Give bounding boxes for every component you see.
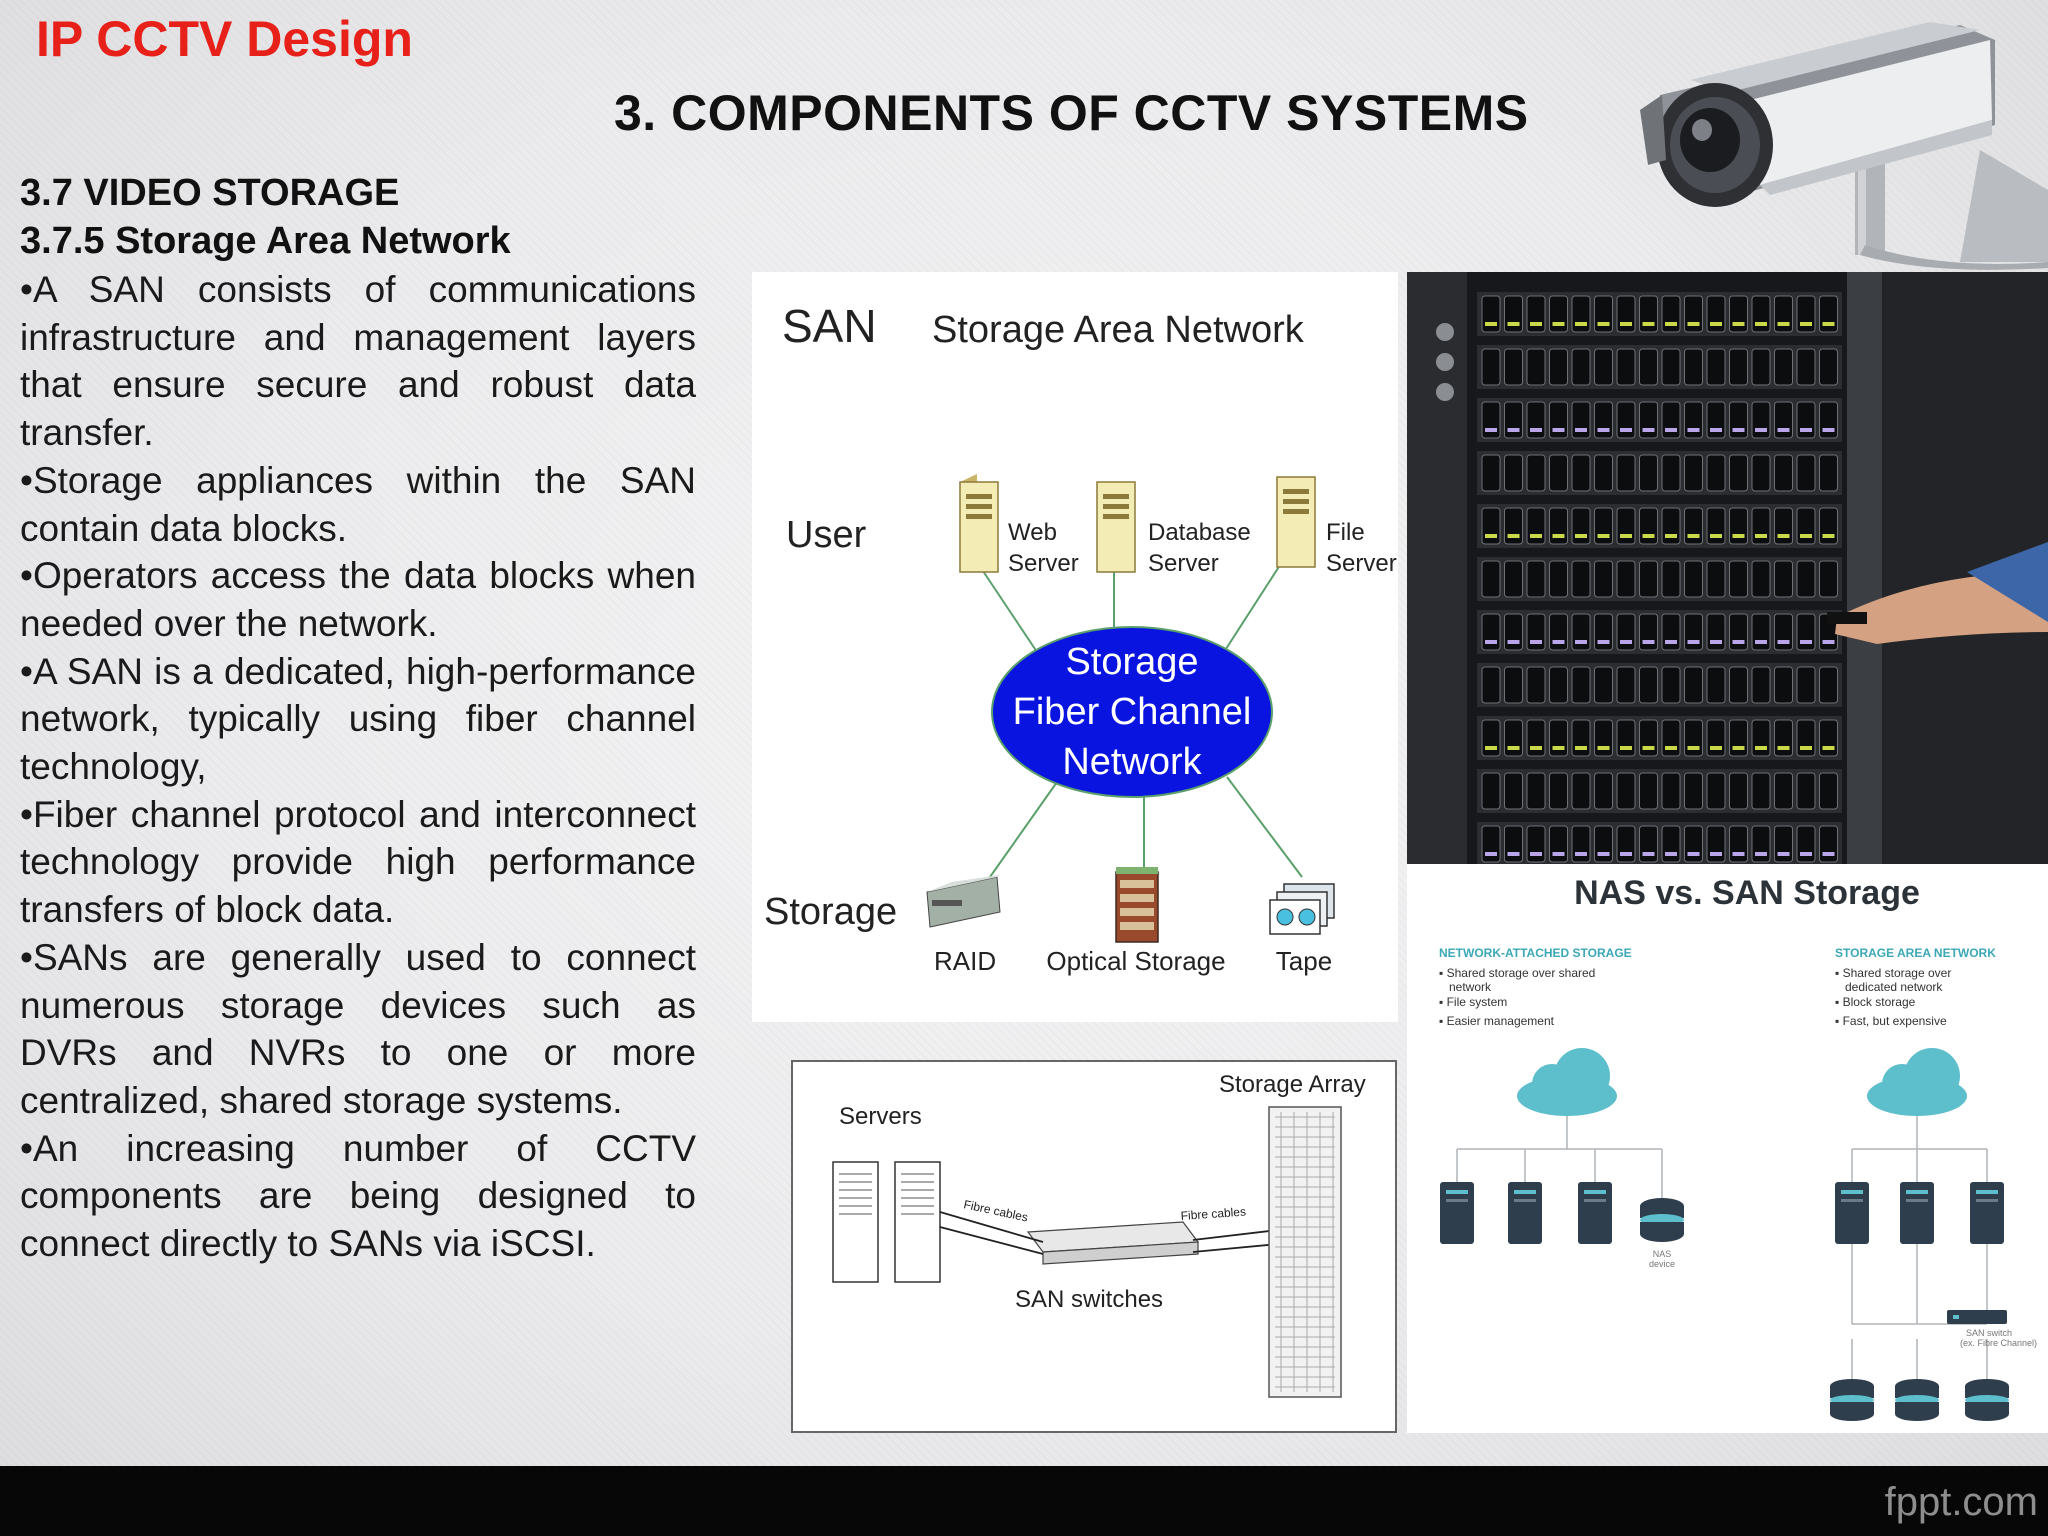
cloud-icon bbox=[1867, 1048, 1967, 1116]
san-title: Storage Area Network bbox=[932, 309, 1305, 351]
nas-vs-san-infographic: NAS vs. SAN Storage NETWORK-ATTACHED STO… bbox=[1407, 864, 2048, 1433]
bullet-item: •A SAN consists of communications infras… bbox=[20, 269, 696, 454]
optical-storage-icon bbox=[1115, 867, 1159, 943]
san-switch-label-1: SAN switch bbox=[1966, 1328, 2012, 1338]
cloud-icon bbox=[1517, 1048, 1617, 1116]
nas-point: ▪ Shared storage over shared bbox=[1439, 966, 1595, 980]
nas-san-title: NAS vs. SAN Storage bbox=[1574, 874, 1920, 912]
nas-device-label-2: device bbox=[1649, 1259, 1675, 1269]
database-server-label-2: Server bbox=[1148, 550, 1219, 577]
server-icon bbox=[1578, 1182, 1612, 1244]
web-server-label-1: Web bbox=[1008, 519, 1057, 546]
san-abbr: SAN bbox=[782, 300, 877, 352]
row-label-storage: Storage bbox=[764, 891, 897, 933]
tape-icon bbox=[1269, 883, 1335, 935]
nas-device-icon bbox=[1640, 1198, 1684, 1242]
storage-drum-icon bbox=[1965, 1379, 2009, 1421]
san-point: dedicated network bbox=[1845, 980, 1943, 994]
database-server-label-1: Database bbox=[1148, 519, 1251, 546]
nas-device-label-1: NAS bbox=[1653, 1249, 1672, 1259]
row-label-user: User bbox=[786, 514, 867, 556]
network-label-1: Storage bbox=[1065, 641, 1198, 683]
san-switch-icon bbox=[1947, 1310, 2007, 1324]
san-switch-diagram: Storage Array Servers Fibre cables Fibre… bbox=[791, 1060, 1397, 1433]
section-subheading: 3.7.5 Storage Area Network bbox=[20, 220, 511, 262]
brand-title: IP CCTV Design bbox=[36, 11, 413, 67]
network-label-3: Network bbox=[1062, 741, 1202, 783]
nas-point: network bbox=[1449, 980, 1492, 994]
raid-icon bbox=[926, 875, 1001, 928]
optical-storage-label: Optical Storage bbox=[1046, 946, 1225, 976]
storage-array-label: Storage Array bbox=[1219, 1071, 1366, 1098]
storage-drum-icon bbox=[1895, 1379, 1939, 1421]
nas-point: ▪ Easier management bbox=[1439, 1014, 1555, 1028]
server-tower-icon bbox=[832, 1161, 941, 1283]
san-heading: STORAGE AREA NETWORK bbox=[1835, 946, 1996, 960]
file-server-icon bbox=[1276, 476, 1316, 568]
footer-bar: fppt.com bbox=[0, 1466, 2048, 1536]
bullet-item: •A SAN is a dedicated, high-performance … bbox=[20, 650, 696, 788]
bullet-item: •Fiber channel protocol and interconnect… bbox=[20, 793, 696, 931]
storage-drum-icon bbox=[1830, 1379, 1874, 1421]
server-icon bbox=[1440, 1182, 1474, 1244]
server-rack-photo bbox=[1407, 272, 2048, 864]
file-server-label-1: File bbox=[1326, 519, 1365, 546]
server-icon bbox=[1970, 1182, 2004, 1244]
bullet-list: •A SAN consists of communications infras… bbox=[20, 266, 696, 1268]
san-point: ▪ Block storage bbox=[1835, 995, 1916, 1009]
cctv-camera-illustration bbox=[1640, 22, 2048, 270]
footer-brand: fppt.com bbox=[1884, 1480, 2038, 1524]
server-icon bbox=[1835, 1182, 1869, 1244]
web-server-icon bbox=[959, 474, 999, 573]
network-label-2: Fiber Channel bbox=[1013, 691, 1252, 733]
server-icon bbox=[1508, 1182, 1542, 1244]
san-switch-icon bbox=[1026, 1221, 1200, 1265]
bullet-item: •SANs are generally used to connect nume… bbox=[20, 936, 696, 1121]
slide-title: 3. COMPONENTS OF CCTV SYSTEMS bbox=[614, 85, 1529, 141]
san-switches-label: SAN switches bbox=[1015, 1286, 1163, 1313]
fibre-cables-right: Fibre cables bbox=[1180, 1204, 1246, 1223]
tape-label: Tape bbox=[1276, 946, 1332, 976]
fiber-channel-network-ellipse bbox=[991, 626, 1273, 798]
web-server-label-2: Server bbox=[1008, 550, 1079, 577]
san-point: ▪ Fast, but expensive bbox=[1835, 1014, 1947, 1028]
raid-label: RAID bbox=[934, 946, 996, 976]
san-switch-label-2: (ex. Fibre Channel) bbox=[1960, 1338, 2037, 1348]
servers-label: Servers bbox=[839, 1103, 922, 1130]
database-server-icon bbox=[1096, 481, 1136, 573]
nas-heading: NETWORK-ATTACHED STORAGE bbox=[1439, 946, 1632, 960]
bullet-item: •An increasing number of CCTV components… bbox=[20, 1127, 696, 1265]
san-point: ▪ Shared storage over bbox=[1835, 966, 1951, 980]
file-server-label-2: Server bbox=[1326, 550, 1397, 577]
nas-point: ▪ File system bbox=[1439, 995, 1507, 1009]
section-heading: 3.7 VIDEO STORAGE bbox=[20, 172, 400, 214]
bullet-item: •Operators access the data blocks when n… bbox=[20, 555, 696, 644]
bullet-item: •Storage appliances within the SAN conta… bbox=[20, 459, 696, 549]
fibre-cables-left: Fibre cables bbox=[962, 1197, 1029, 1224]
storage-array-icon bbox=[1268, 1106, 1342, 1398]
san-diagram-panel: SAN Storage Area Network User Storage We… bbox=[752, 272, 1398, 1022]
server-icon bbox=[1900, 1182, 1934, 1244]
